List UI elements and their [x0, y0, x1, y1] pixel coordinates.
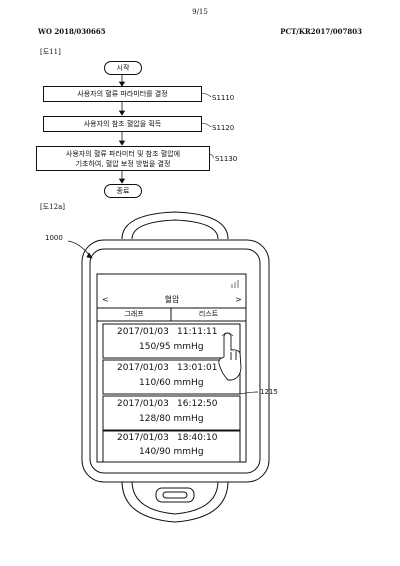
flow-step-s1120: 사용자의 참조 혈압을 획득	[43, 116, 202, 132]
chevron-right-icon[interactable]: >	[235, 295, 242, 304]
screen-title: 혈압	[164, 295, 180, 304]
step-id-s1120: S1120	[212, 124, 235, 132]
entry-date: 2017/01/03	[117, 433, 169, 443]
entry-date: 2017/01/03	[117, 327, 169, 337]
flow-step-text: 기초하여, 혈압 보정 방법을 결정	[75, 159, 171, 168]
entry-time: 13:01:01	[177, 363, 218, 373]
list-item[interactable]: 2017/01/03 11:11:11 150/95 mmHg	[103, 324, 240, 358]
flow-step-text: 사용자의 참조 혈압을 획득	[83, 120, 162, 128]
publication-number: WO 2018/030665	[38, 27, 106, 36]
application-number: PCT/KR2017/007803	[280, 27, 362, 36]
entry-value: 110/60 mmHg	[139, 378, 204, 388]
reference-numeral-1215: 1215	[260, 388, 278, 396]
finger-tap-icon	[218, 332, 242, 381]
step-id-s1130: S1130	[215, 155, 238, 163]
entry-time: 16:12:50	[177, 399, 218, 409]
entry-value: 128/80 mmHg	[139, 414, 204, 424]
tab-graph[interactable]: 그래프	[124, 310, 144, 318]
entry-value: 140/90 mmHg	[139, 447, 204, 457]
figure-11-label: [도11]	[40, 48, 61, 56]
flow-start: 시작	[104, 61, 142, 75]
entry-time: 11:11:11	[177, 327, 218, 337]
step-id-s1110: S1110	[212, 94, 235, 102]
entry-date: 2017/01/03	[117, 399, 169, 409]
list-item[interactable]: 2017/01/03 18:40:10 140/90 mmHg	[103, 431, 240, 462]
entry-value: 150/95 mmHg	[139, 342, 204, 352]
flow-step-s1110: 사용자의 혈류 파라미터를 결정	[43, 86, 202, 102]
page-number: 9/15	[192, 8, 208, 16]
flow-step-s1130: 사용자의 혈류 파라미터 및 참조 혈압에 기초하여, 혈압 보정 방법을 결정	[36, 146, 210, 171]
status-icon	[231, 280, 239, 288]
flow-end: 종료	[104, 184, 142, 198]
entry-date: 2017/01/03	[117, 363, 169, 373]
entry-time: 18:40:10	[177, 433, 218, 443]
flow-step-text: 사용자의 혈류 파라미터 및 참조 혈압에	[65, 149, 181, 158]
tab-list[interactable]: 리스트	[198, 310, 219, 318]
reference-numeral-1000: 1000	[45, 234, 63, 242]
chevron-left-icon[interactable]: <	[102, 295, 109, 304]
list-item[interactable]: 2017/01/03 13:01:01 110/60 mmHg	[103, 360, 240, 394]
figure-12a-label: [도12a]	[40, 203, 65, 211]
list-item[interactable]: 2017/01/03 16:12:50 128/80 mmHg	[103, 396, 240, 430]
flow-step-text: 사용자의 혈류 파라미터를 결정	[77, 90, 168, 98]
